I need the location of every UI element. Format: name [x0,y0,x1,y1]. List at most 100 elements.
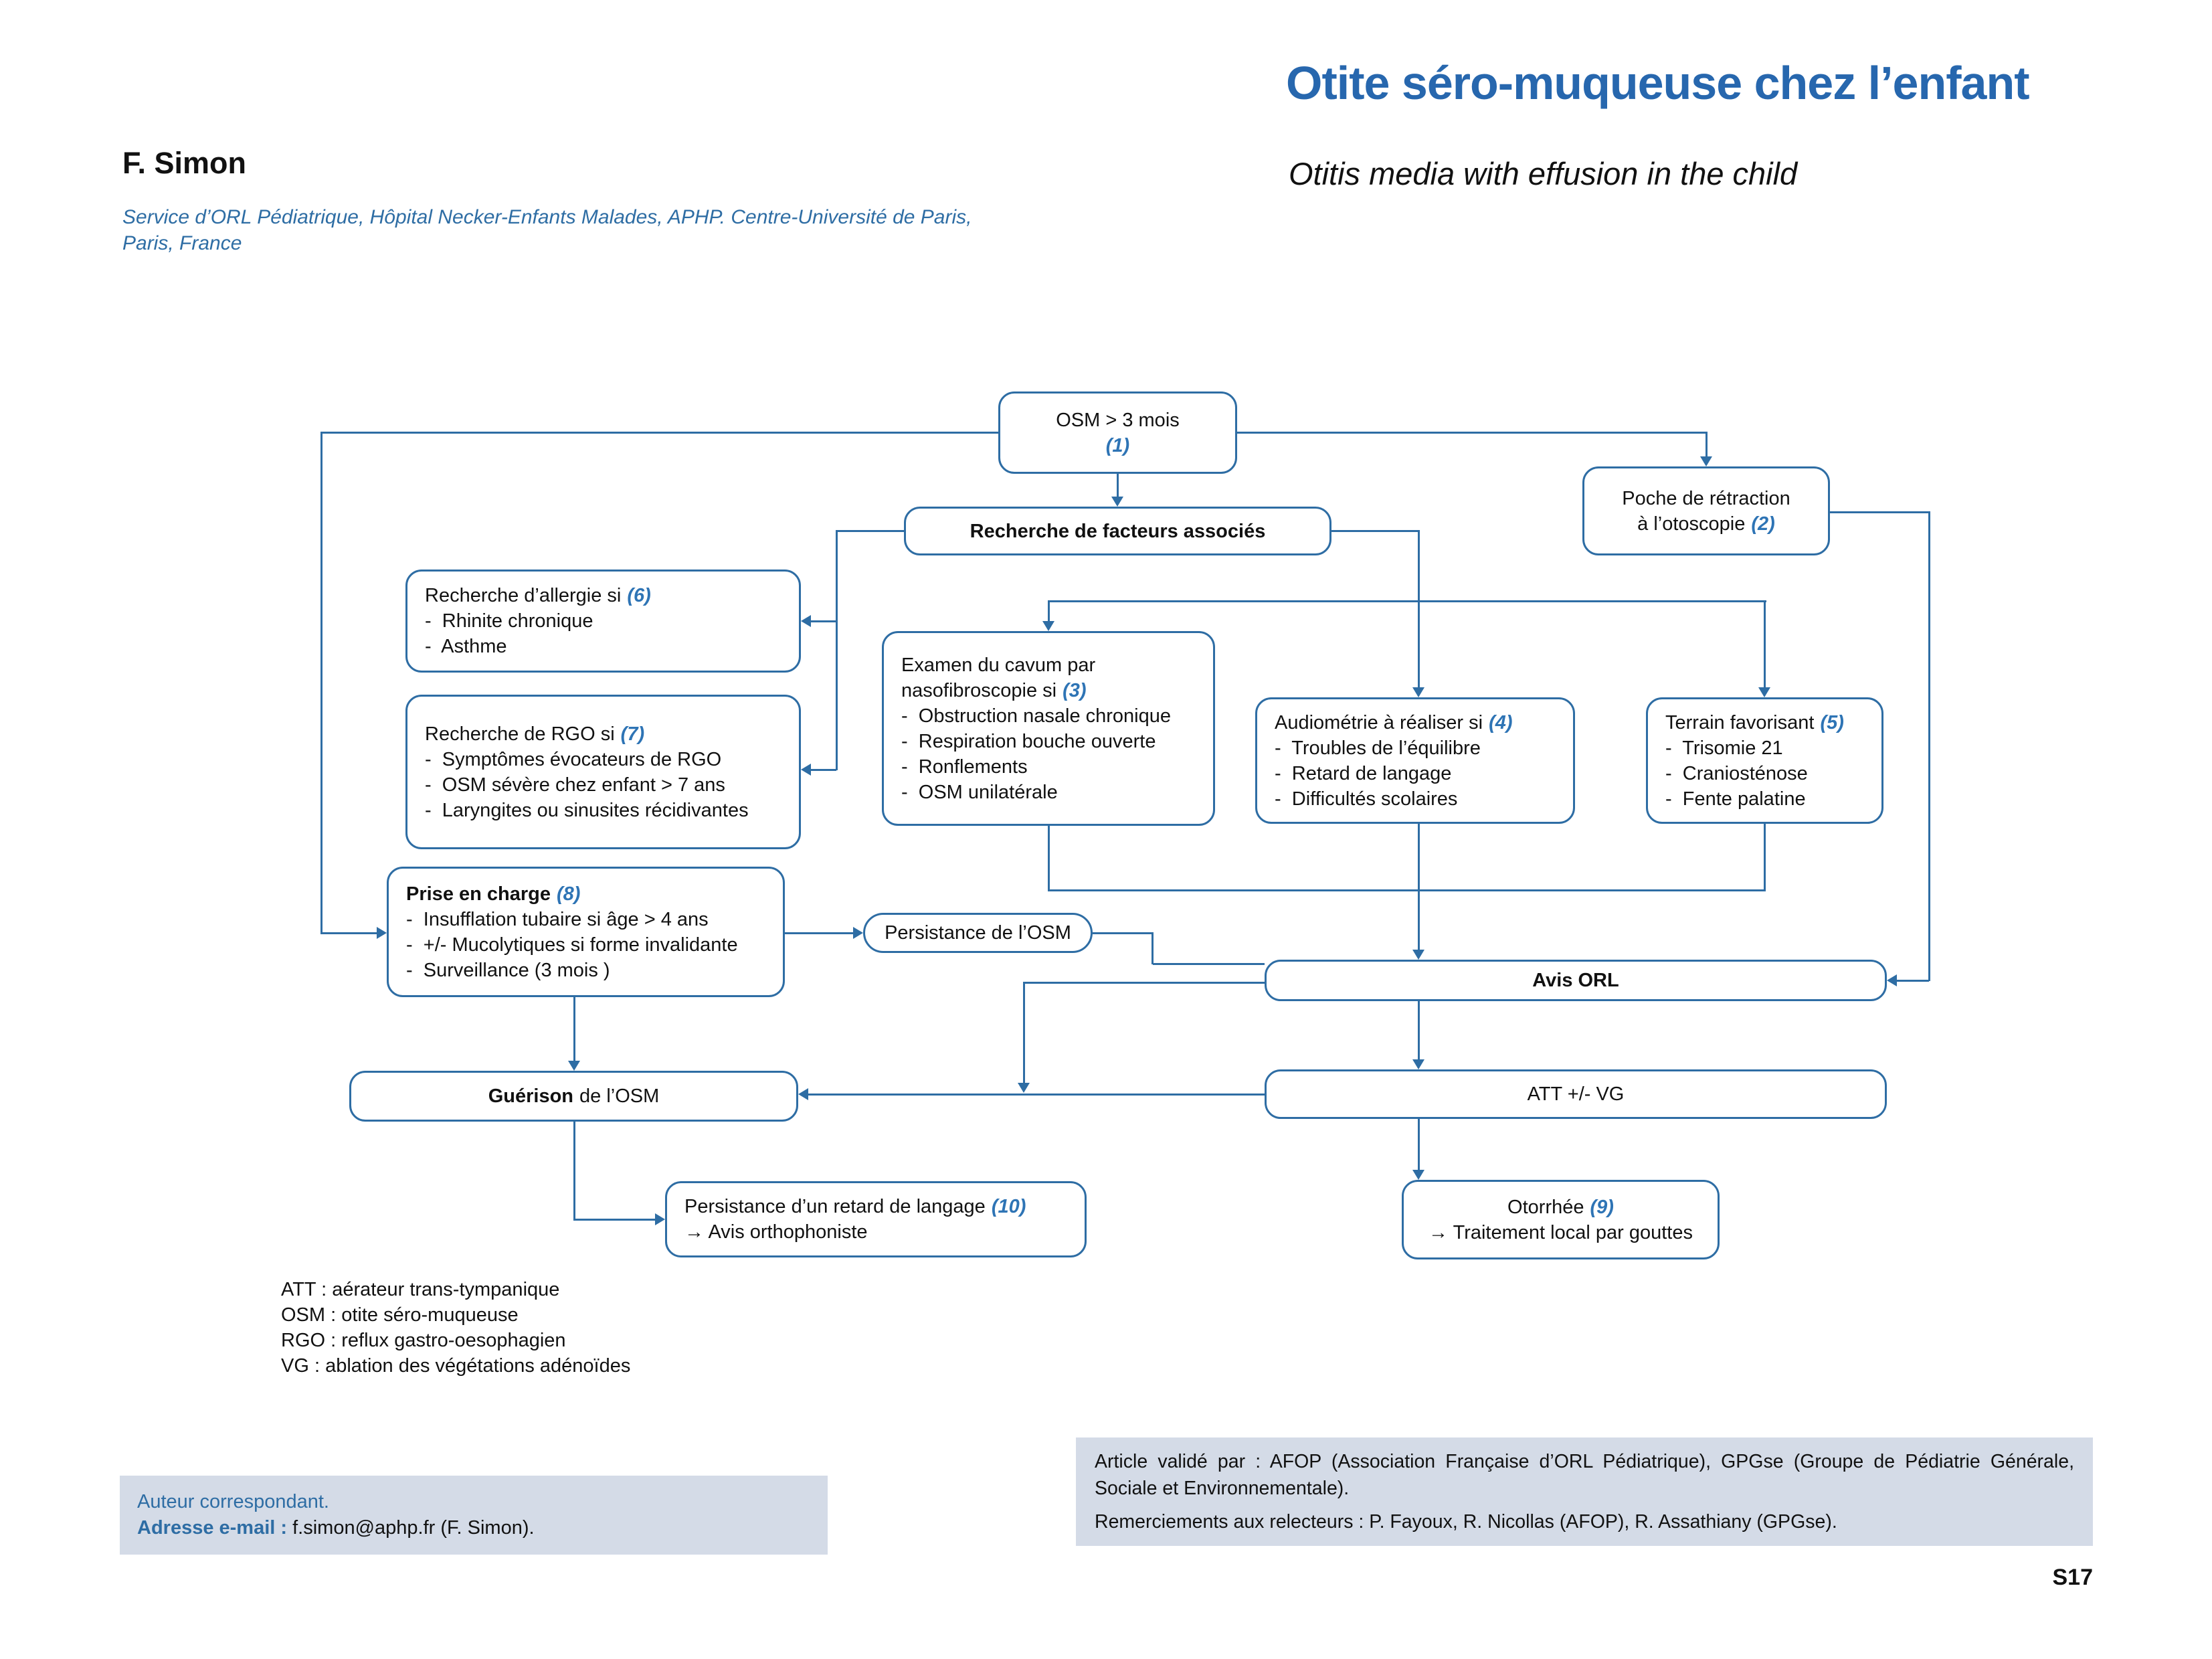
author-name: F. Simon [122,146,247,180]
node-rgo-title: Recherche de RGO si [425,723,615,745]
prise-item: - Insufflation tubaire si âge > 4 ans [406,908,709,930]
node-examen-cavum: Examen du cavum par nasofibroscopie si(3… [882,631,1215,826]
page-number: S17 [2052,1565,2094,1590]
node-guerison-rest: de l’OSM [579,1085,660,1107]
node-otorrhee-line1: Otorrhée [1507,1196,1584,1218]
arrow-into-examen [1042,621,1054,631]
node-prise-title: Prise en charge [406,883,551,905]
allergie-item: - Rhinite chronique [425,610,593,632]
prise-item: - +/- Mucolytiques si forme invalidante [406,934,738,956]
node-terrain-title-row: Terrain favorisant(5) [1665,710,1844,735]
arrow-into-avis-right [1887,974,1897,986]
examen-item: - Ronflements [901,756,1028,778]
node-facteurs-label: Recherche de facteurs associés [970,520,1266,542]
arrow-into-rgo [801,764,811,776]
node-persistance-osm-label: Persistance de l’OSM [885,922,1071,944]
abbreviation-osm: OSM : otite séro-muqueuse [281,1304,519,1326]
node-retard-line1: Persistance d’un retard de langage [684,1196,986,1217]
connector-down-to-terrain [1764,600,1766,689]
connector-facteurs-left [836,530,904,532]
node-prise-en-charge: Prise en charge (8) - Insufflation tubair… [387,867,785,997]
abbreviation-list: ATT : aérateur trans-tympanique OSM : ot… [281,1277,630,1379]
rgo-item: - OSM sévère chez enfant > 7 ans [425,774,725,796]
audio-item: - Retard de langage [1275,762,1452,784]
node-allergie-title: Recherche d’allergie si [425,585,622,606]
node-examen-title-line2: nasofibroscopie si [901,679,1057,701]
connector-merge-line [1048,889,1764,891]
node-osm-3-mois-label: OSM > 3 mois [1056,409,1180,431]
affiliation-line-2: Paris, France [122,232,242,254]
terrain-item: - Craniosténose [1665,762,1808,784]
terrain-item: - Trisomie 21 [1665,737,1783,759]
node-avis-orl: Avis ORL [1265,960,1887,1001]
correspondent-email-row: Adresse e-mail : f.simon@aphp.fr (F. Sim… [137,1515,810,1541]
arrow-onto-guerison-line [1018,1083,1030,1093]
examen-item: - OSM unilatérale [901,781,1058,803]
node-guerison-bold: Guérison [488,1085,574,1107]
node-poche-retraction: Poche de rétraction à l’otoscopie(2) [1582,466,1830,555]
examen-item: - Obstruction nasale chronique [901,705,1171,727]
connector-prise-to-persistance [785,932,854,934]
connector-to-retard [573,1219,656,1221]
connector-into-prise [321,932,378,934]
connector-persistance-to-avis [1153,963,1265,965]
connector-persistance-out [1093,932,1154,934]
arrow-into-poche [1700,456,1712,466]
node-avis-orl-label: Avis ORL [1532,970,1619,991]
arrow-into-avis-top [1412,950,1424,960]
connector-osm-left [321,432,998,434]
connector-down-to-poche [1706,432,1708,458]
ref-marker-3: (3) [1063,679,1087,701]
connector-terrain-bottom [1764,824,1766,891]
connector-osm-right [1237,432,1706,434]
node-poche-line2-row: à l’otoscopie(2) [1637,511,1775,537]
connector-right-vertical [1928,511,1930,981]
node-retard-langage: Persistance d’un retard de langage(10) →… [665,1181,1087,1257]
ref-marker-6: (6) [627,585,651,606]
page-title-english: Otitis media with effusion in the child [1289,156,1798,191]
ref-marker-4: (4) [1489,711,1513,733]
connector-avis-left-down [1023,982,1025,1084]
node-otorrhee-line1-row: Otorrhée (9) [1507,1195,1614,1220]
node-poche-line2: à l’otoscopie [1637,513,1746,535]
node-examen-title-line2-row: nasofibroscopie si (3) [901,678,1087,703]
node-allergie-title-row: Recherche d’allergie si(6) [425,583,651,608]
page-title-french: Otite séro-muqueuse chez l’enfant [1286,57,2030,109]
connector-to-allergie [810,620,836,622]
node-facteurs-associes: Recherche de facteurs associés [904,507,1331,555]
connector-facteurs-right [1331,530,1418,532]
arrow-into-facteurs [1111,497,1123,507]
arrow-into-guerison-right [798,1088,808,1100]
node-audiometrie: Audiométrie à réaliser si(4) - Troubles … [1255,697,1575,824]
node-persistance-osm: Persistance de l’OSM [863,913,1093,953]
node-att-vg: ATT +/- VG [1265,1069,1887,1119]
connector-to-rgo [810,769,836,771]
node-prise-title-row: Prise en charge (8) [406,881,580,907]
ref-marker-5: (5) [1820,711,1844,733]
node-retard-line1-row: Persistance d’un retard de langage(10) [684,1194,1026,1219]
author-affiliation: Service d’ORL Pédiatrique, Hôpital Necke… [122,204,972,256]
email-label: Adresse e-mail : [137,1517,288,1539]
ref-marker-10: (10) [991,1196,1026,1217]
rgo-item: - Symptômes évocateurs de RGO [425,748,722,770]
arrow-into-prise [377,927,387,939]
connector-persistance-down [1151,932,1154,964]
node-rgo-title-row: Recherche de RGO si(7) [425,721,644,747]
connector-poche-right [1830,511,1930,513]
connector-att-to-guerison [807,1094,1265,1096]
ref-marker-8: (8) [557,883,581,905]
terrain-item: - Fente palatine [1665,788,1806,810]
node-terrain-title: Terrain favorisant [1665,711,1815,733]
ref-marker-7: (7) [620,723,645,745]
audio-item: - Difficultés scolaires [1275,788,1458,810]
arrow-into-att [1412,1059,1424,1069]
email-value: f.simon@aphp.fr (F. Simon). [287,1517,535,1539]
connector-prise-to-guerison [573,997,575,1062]
connector-guerison-down [573,1122,575,1220]
allergie-item: - Asthme [425,636,507,657]
node-retard-line2: → Avis orthophoniste [684,1221,868,1243]
prise-item: - Surveillance (3 mois ) [406,959,610,981]
connector-avis-to-att [1418,1001,1420,1061]
ref-marker-9: (9) [1590,1196,1614,1218]
